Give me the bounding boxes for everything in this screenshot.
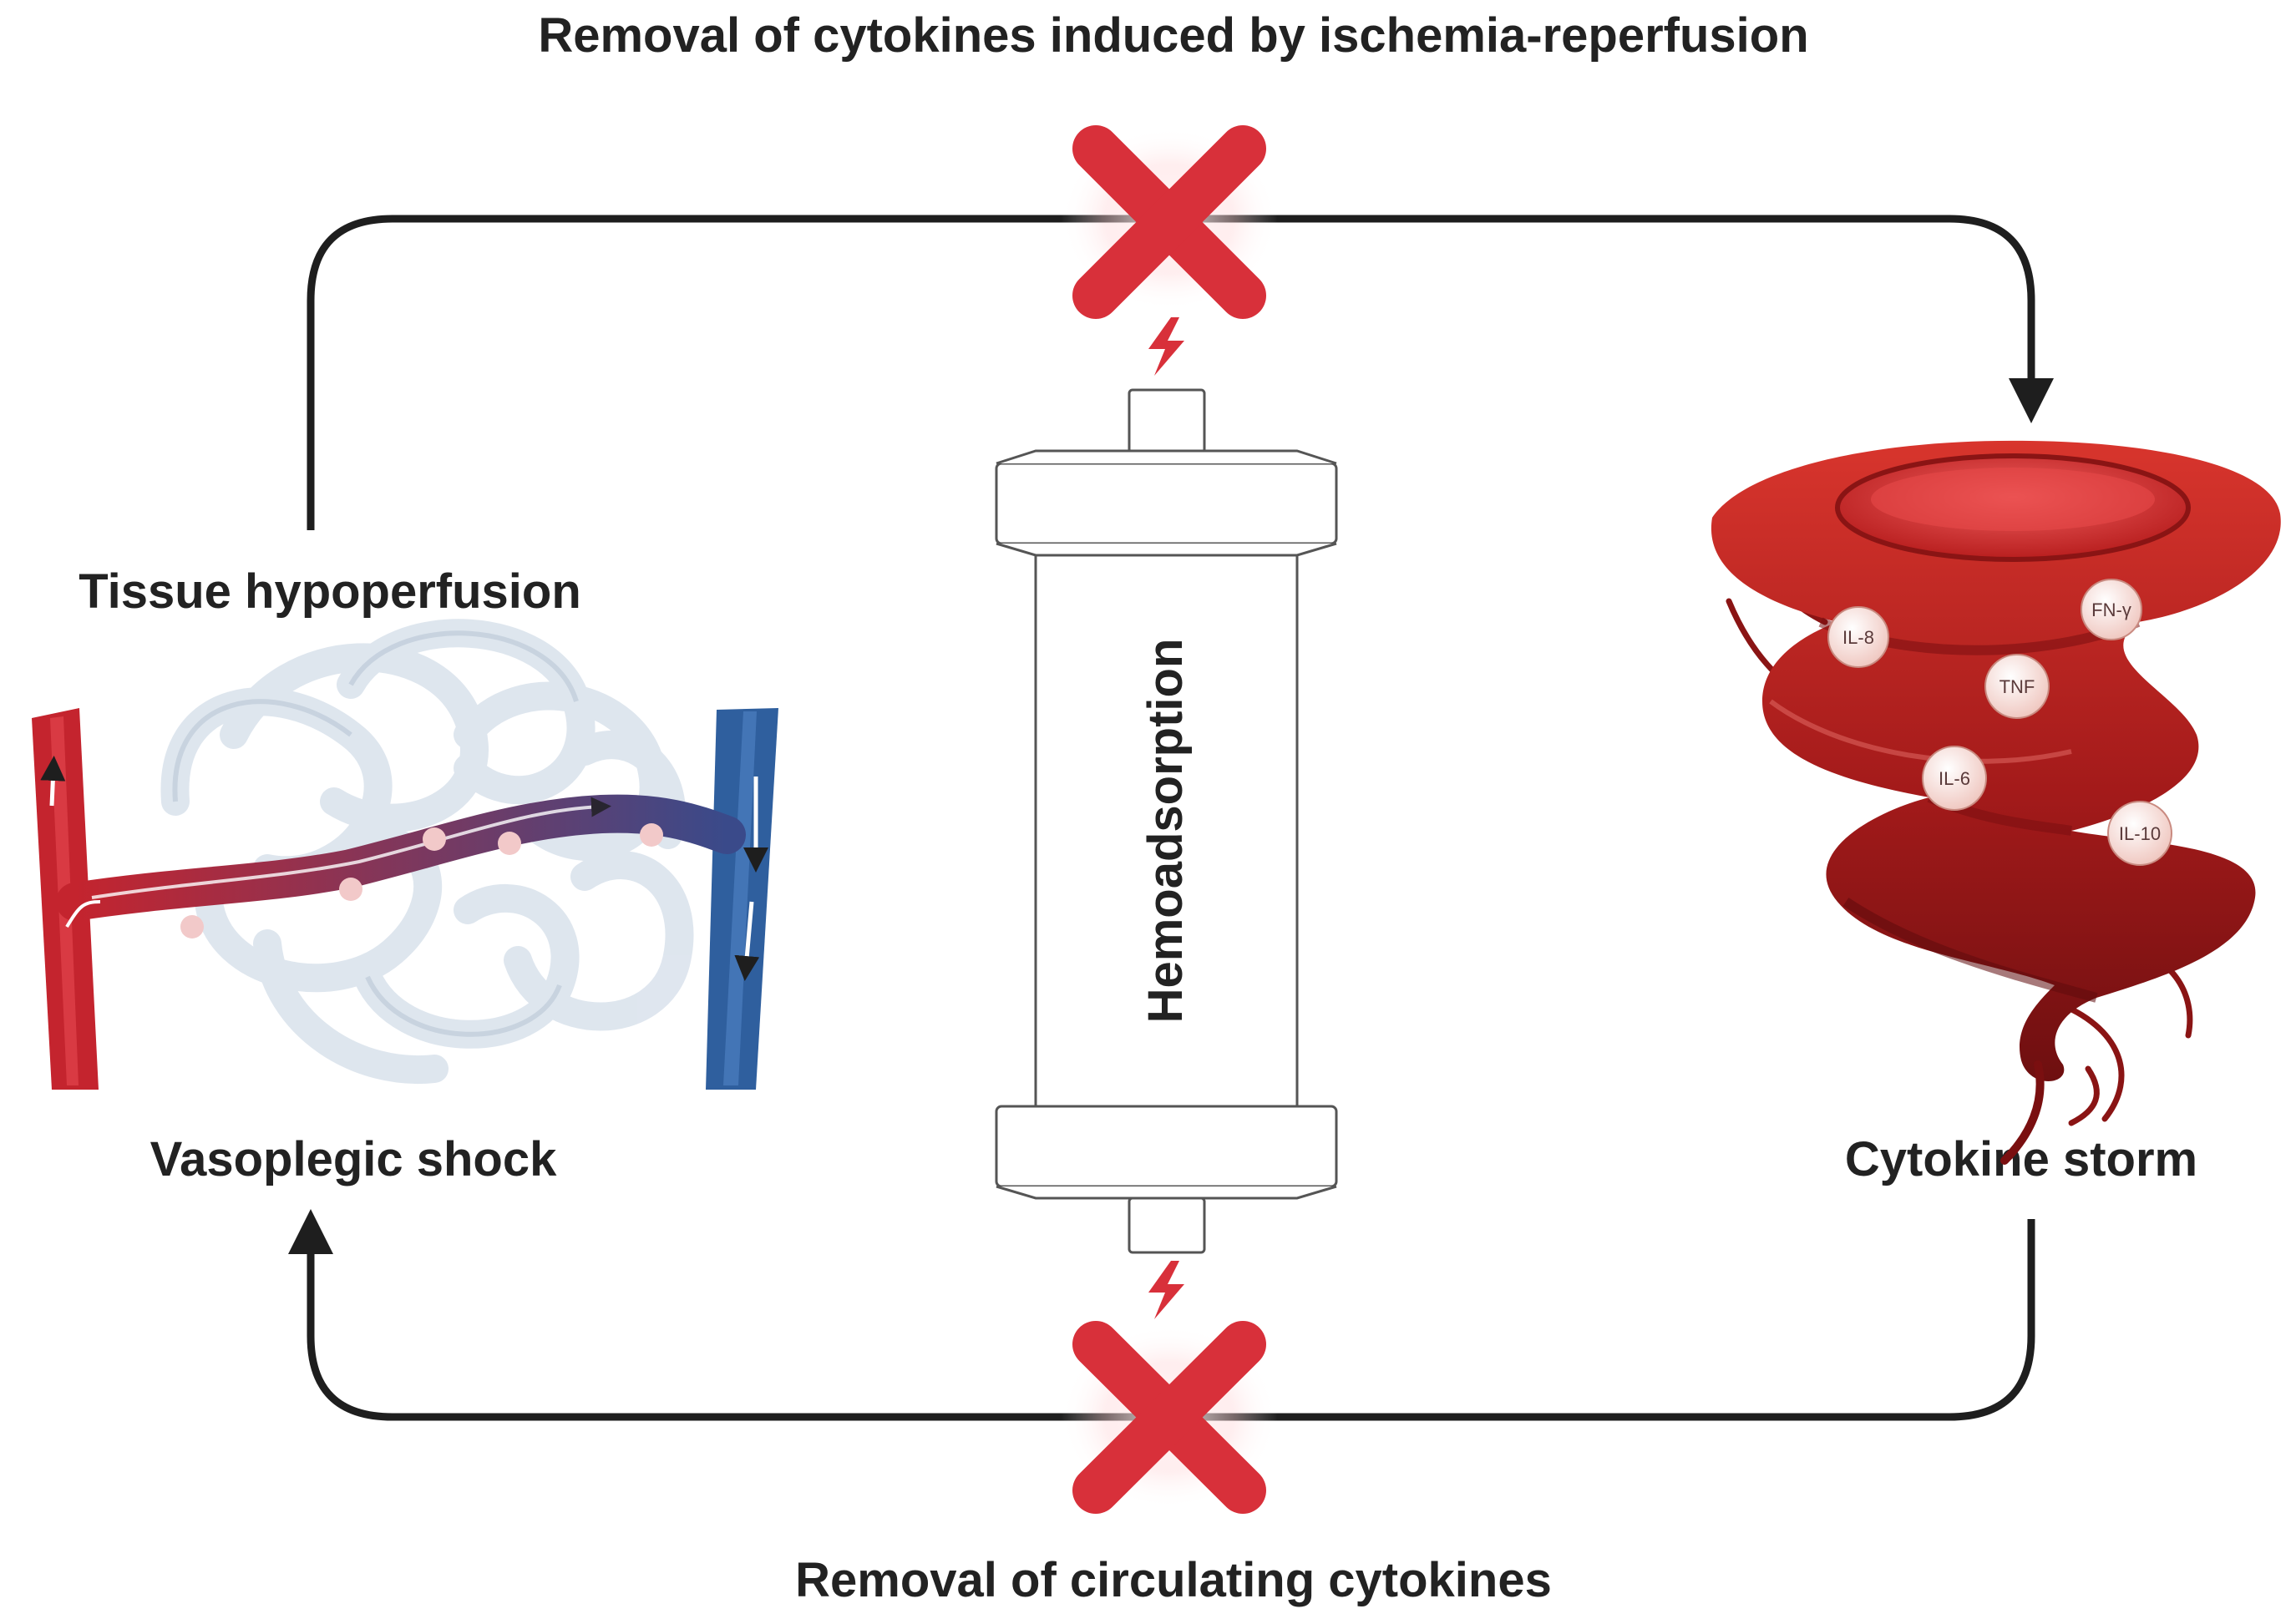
cytokine-label-il6: IL-6 xyxy=(1939,768,1970,789)
lightning-icon-top xyxy=(1148,317,1184,376)
cytokine-ball-il10: IL-10 xyxy=(2107,801,2172,866)
cytokine-label-tnf: TNF xyxy=(1999,676,2035,697)
hemoadsorption-cartridge xyxy=(995,388,1338,1254)
red-x-icon-top xyxy=(1061,125,1278,319)
vasoplegic-shock-label: Vasoplegic shock xyxy=(150,1132,558,1186)
top-caption: Removal of cytokines induced by ischemia… xyxy=(538,8,1808,63)
blood-vessels-illustration xyxy=(32,619,778,1090)
bottom-caption: Removal of circulating cytokines xyxy=(795,1553,1552,1607)
cytokine-ball-ifn-gamma: FN-γ xyxy=(2081,579,2142,640)
cytokine-ball-il6: IL-6 xyxy=(1922,746,1987,811)
tissue-hypoperfusion-label: Tissue hypoperfusion xyxy=(79,564,581,619)
cytokine-label-il10: IL-10 xyxy=(2119,823,2161,844)
cytokine-ball-il8: IL-8 xyxy=(1827,606,1889,668)
cytokine-ball-tnf: TNF xyxy=(1984,654,2050,719)
tornado-illustration xyxy=(1711,440,2281,1165)
red-x-icon-bottom xyxy=(1061,1321,1278,1514)
cytokine-label-il8: IL-8 xyxy=(1842,627,1874,648)
cytokine-label-ifn-gamma: FN-γ xyxy=(2091,600,2131,620)
device-label: Hemoadsorption xyxy=(1138,639,1193,1024)
lightning-icon-bottom xyxy=(1148,1261,1184,1319)
